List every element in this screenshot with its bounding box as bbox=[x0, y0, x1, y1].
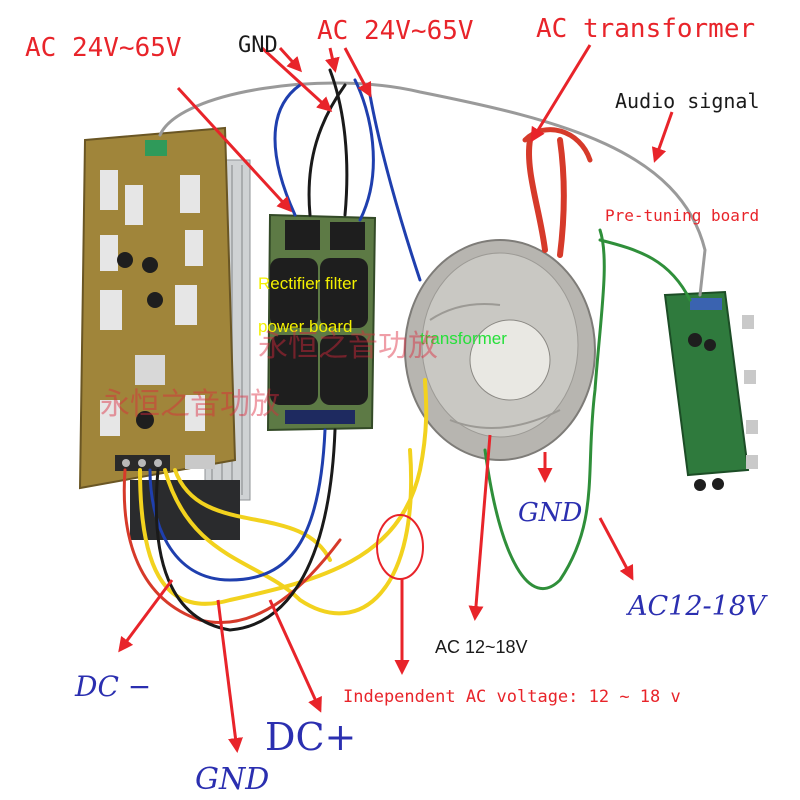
label-gnd-bottom: GND bbox=[195, 762, 270, 797]
label-ac-24-65v-left: AC 24V~65V bbox=[25, 33, 182, 63]
label-power-board: power board bbox=[258, 317, 353, 336]
label-gnd-top: GND bbox=[238, 33, 278, 58]
label-rectifier-filter: Rectifier filter bbox=[258, 274, 358, 293]
rectifier-board bbox=[266, 213, 377, 432]
pre-tuning-board bbox=[663, 290, 758, 491]
annotation-arrows bbox=[118, 44, 674, 753]
watermark-text: 永恒之音功放 bbox=[100, 387, 280, 422]
label-dc-plus: DC+ bbox=[265, 715, 357, 759]
label-ac-transformer: AC transformer bbox=[536, 14, 756, 44]
label-ac-12-18v-center: AC 12~18V bbox=[435, 637, 528, 657]
label-dc-minus: DC − bbox=[75, 670, 152, 703]
label-ac-24-65v-middle: AC 24V~65V bbox=[317, 16, 474, 46]
watermark-text: 永恒之音功放 bbox=[258, 329, 438, 364]
amplifier-board bbox=[78, 126, 237, 490]
label-independent-ac-voltage: Independent AC voltage: 12 ~ 18 v bbox=[343, 687, 681, 707]
toroidal-transformer bbox=[404, 239, 596, 461]
label-transformer: transformer bbox=[420, 329, 507, 348]
junction-highlight bbox=[376, 514, 424, 580]
input-terminal bbox=[145, 140, 167, 156]
label-pre-tuning-board: Pre-tuning board bbox=[605, 206, 760, 225]
wiring bbox=[122, 68, 707, 632]
label-audio-signal: Audio signal bbox=[615, 89, 760, 113]
label-gnd-blue: GND bbox=[518, 498, 583, 528]
label-ac-12-18v-right: AC12-18V bbox=[628, 591, 766, 622]
